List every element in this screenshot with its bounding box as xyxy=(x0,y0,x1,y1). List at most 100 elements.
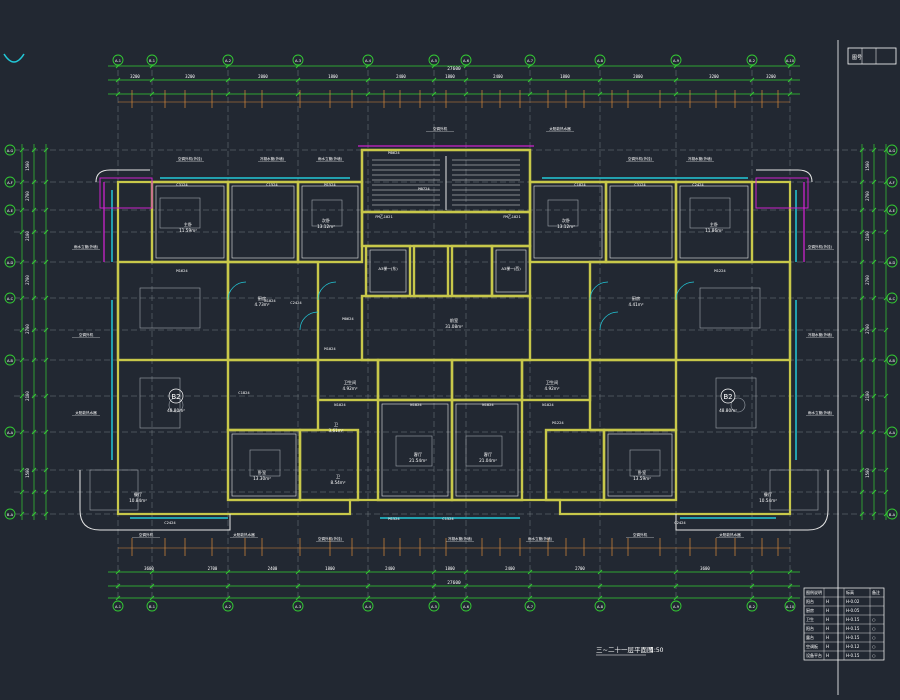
door-swing xyxy=(599,311,619,331)
room-area: 10.54m² xyxy=(759,498,777,503)
axis-bubble xyxy=(460,600,472,612)
dim-tick xyxy=(597,77,603,83)
furniture xyxy=(699,287,761,329)
axis-bubble xyxy=(362,54,374,66)
axis-bubble xyxy=(112,54,124,66)
axis-bubble xyxy=(292,600,304,612)
room-name: 餐厅 xyxy=(134,491,142,498)
dim-tick xyxy=(19,511,25,517)
room-name: 卫生间 xyxy=(344,379,357,386)
dim-tick xyxy=(673,91,679,97)
shaft xyxy=(450,244,494,298)
room-wall xyxy=(450,358,524,402)
door-window-tag: C2424 xyxy=(692,182,704,187)
door-swing xyxy=(227,281,247,301)
legend-cell: H-0.15 xyxy=(846,653,860,658)
wall-inner xyxy=(679,185,749,259)
dim-tick xyxy=(19,295,25,301)
dim-value: 2100 xyxy=(865,231,870,241)
axis-bubble xyxy=(4,144,16,156)
dim-tick xyxy=(31,467,37,473)
legend-cell: ○ xyxy=(872,635,876,640)
dim-overall: 27600 xyxy=(447,66,461,72)
dim-tick xyxy=(115,583,121,589)
dim-tick xyxy=(31,229,37,235)
dim-tick xyxy=(149,595,155,601)
axis-label: A-A xyxy=(7,431,14,435)
unit-label: B2 xyxy=(723,393,732,401)
dim-value: 2000 xyxy=(258,74,268,79)
dim-value: 1800 xyxy=(328,74,338,79)
dim-tick xyxy=(871,429,877,435)
room-area: 13.12m² xyxy=(557,224,575,229)
door-window-tag: FM乙1021 xyxy=(375,214,393,219)
dim-tick xyxy=(859,357,865,363)
dim-tick xyxy=(673,569,679,575)
dim-tick xyxy=(883,229,889,235)
furniture xyxy=(547,199,579,227)
dim-tick xyxy=(43,295,49,301)
dim-value: 3200 xyxy=(709,74,719,79)
dim-tick xyxy=(31,489,37,495)
axis-bubble xyxy=(594,54,606,66)
dim-tick xyxy=(859,179,865,185)
room-wall xyxy=(588,358,678,432)
dim-tick xyxy=(19,393,25,399)
dim-tick xyxy=(859,295,865,301)
axis-bubble xyxy=(670,54,682,66)
annotation-note: 空调外机 xyxy=(433,126,448,131)
axis-bubble xyxy=(362,600,374,612)
legend-cell: 厨房 xyxy=(806,607,814,613)
dim-tick xyxy=(225,91,231,97)
furniture-round xyxy=(168,397,184,413)
dim-value: 2700 xyxy=(25,191,30,201)
legend-cell: H-0.12 xyxy=(846,644,860,649)
lobby-wall xyxy=(360,294,532,362)
dimension-lines xyxy=(19,63,889,601)
door-window-tag: N1024 xyxy=(334,402,346,407)
door-window-tag: C1824 xyxy=(574,182,586,187)
shaft xyxy=(412,244,450,298)
dim-tick xyxy=(225,583,231,589)
dim-tick xyxy=(19,429,25,435)
axis-label: A-5 xyxy=(431,605,437,609)
dim-tick xyxy=(859,259,865,265)
accent-line xyxy=(103,145,805,262)
wall-inner xyxy=(301,185,359,259)
annotation-note: 空调外机(外挂) xyxy=(628,156,653,161)
room-name: 卧室 xyxy=(638,469,646,476)
unit-label: B2 xyxy=(171,393,180,401)
annotation-note: 太阳能热水器 xyxy=(75,410,97,415)
axis-label: A-G xyxy=(889,149,896,153)
dim-tick xyxy=(787,583,793,589)
window-horizontal xyxy=(130,177,776,519)
room-area: 13.30m² xyxy=(253,476,271,481)
door-window-tag: C2424 xyxy=(164,520,176,525)
dim-value: 1500 xyxy=(865,468,870,478)
legend-cell: H xyxy=(826,635,829,640)
room-area: 4.92m² xyxy=(544,386,559,391)
axis-label: A-E xyxy=(889,209,896,213)
dim-value: 2400 xyxy=(385,566,395,571)
dim-tick xyxy=(225,77,231,83)
dim-overall: 27600 xyxy=(447,580,461,586)
axis-label: A-10 xyxy=(786,59,795,63)
legend-cell: ○ xyxy=(872,617,876,622)
room-area: 31.08m² xyxy=(445,324,463,329)
annotation-notes: 空调外机(外挂)冷凝水管(外墙)雨水立管(外墙)空调外机太阳能热水器空调外机(外… xyxy=(72,126,834,542)
axis-label: B-2 xyxy=(749,605,755,609)
dim-tick xyxy=(673,583,679,589)
annotation-note: 空调外机(外挂) xyxy=(318,536,343,541)
dim-tick xyxy=(463,583,469,589)
dim-value: 2400 xyxy=(505,566,515,571)
elevator-shaft xyxy=(364,244,412,298)
dim-tick xyxy=(31,393,37,399)
room-area: 4.73m² xyxy=(254,302,269,307)
room-name: 主卧 xyxy=(184,221,192,228)
dim-tick xyxy=(31,259,37,265)
axis-label: A-8 xyxy=(597,605,604,609)
axis-bubble xyxy=(4,426,16,438)
legend-cell: H xyxy=(826,626,829,631)
door-window-tag: C1524 xyxy=(266,182,278,187)
door-window-tag: M1524 xyxy=(324,182,336,187)
